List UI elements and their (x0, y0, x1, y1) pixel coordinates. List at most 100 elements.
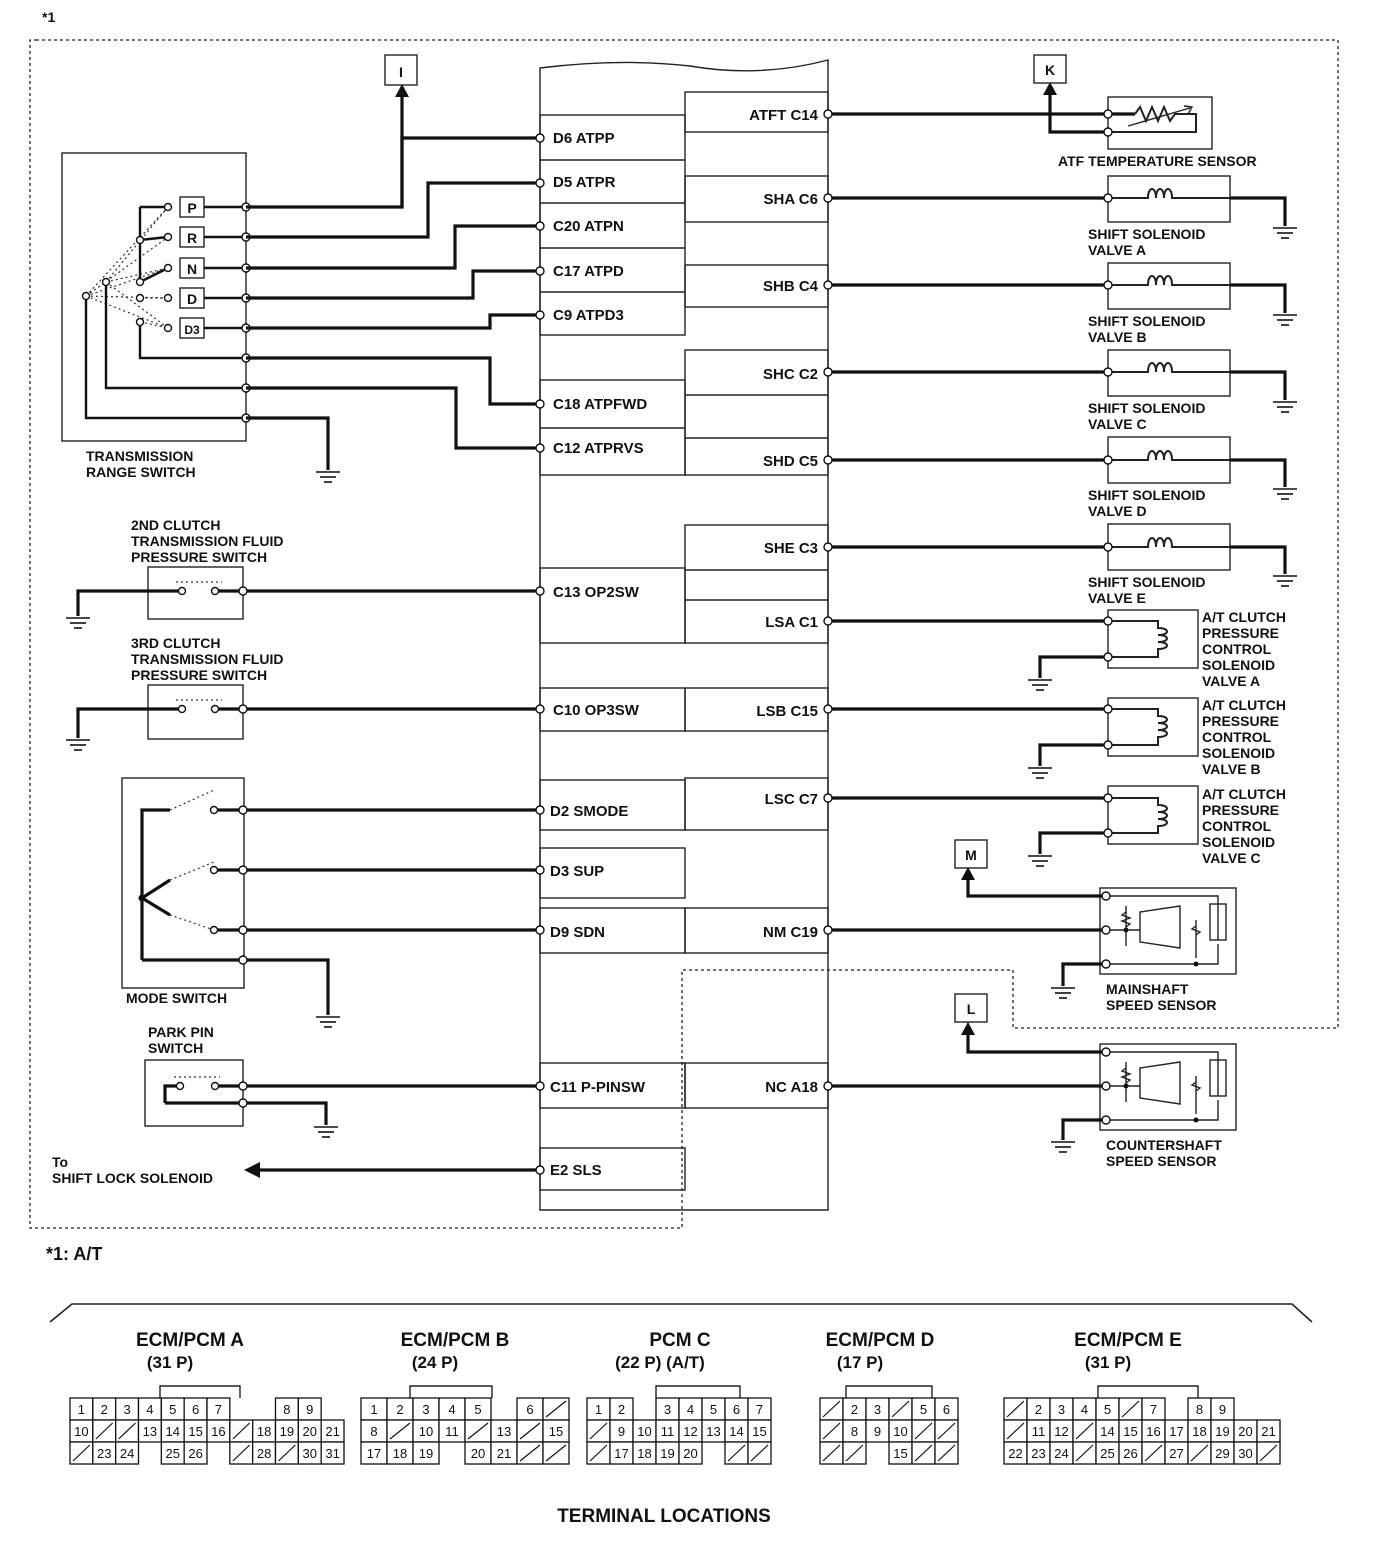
shift-solenoid-d: SHIFT SOLENOID VALVE D (828, 436, 1298, 519)
unused-terminal-mark (891, 1400, 910, 1418)
terminal-number: 21 (1261, 1424, 1275, 1439)
connector-spec: (24 P) (412, 1353, 458, 1372)
terminal-number: 24 (1054, 1446, 1068, 1461)
pressure-control-solenoid-b: A/T CLUTCH PRESSURE CONTROL SOLENOID VAL… (828, 697, 1286, 779)
terminal-number: 13 (706, 1424, 720, 1439)
ecm-term-c10: C10 OP3SW (553, 702, 640, 719)
terminal-number: 4 (146, 1402, 153, 1417)
atf-sensor-label: ATF TEMPERATURE SENSOR (1058, 153, 1257, 169)
terminal-number: 21 (325, 1424, 339, 1439)
connector-name: ECM/PCM E (1074, 1330, 1182, 1351)
terminal-number: 5 (710, 1402, 717, 1417)
terminal-number: 14 (166, 1424, 180, 1439)
connector-lock-tab (159, 1385, 241, 1398)
unused-terminal-mark (1075, 1422, 1094, 1440)
terminal-number: 3 (1058, 1402, 1065, 1417)
connector-k: K (1045, 62, 1055, 78)
ecm-term-d2: D2 SMODE (550, 803, 628, 820)
unused-terminal-mark (914, 1444, 933, 1462)
terminal-number: 14 (1100, 1424, 1114, 1439)
terminal-number: 27 (1169, 1446, 1183, 1461)
terminal-number: 4 (448, 1402, 455, 1417)
3rd-clutch-pressure-switch: 3RD CLUTCH TRANSMISSION FLUID PRESSURE S… (65, 635, 540, 751)
ecm-term-c3: SHE C3 (764, 540, 818, 557)
pc-b-label-3: CONTROL (1202, 729, 1272, 745)
terminal-number: 15 (1123, 1424, 1137, 1439)
pc-a-label-1: A/T CLUTCH (1202, 609, 1286, 625)
terminal-number: 7 (1150, 1402, 1157, 1417)
range-d3: D3 (184, 323, 200, 337)
unused-terminal-mark (545, 1444, 567, 1462)
terminal-number: 18 (257, 1424, 271, 1439)
terminal-number: 1 (78, 1402, 85, 1417)
ecm-term-e2: E2 SLS (550, 1162, 602, 1179)
terminal-number: 19 (1215, 1424, 1229, 1439)
terminal-number: 20 (683, 1446, 697, 1461)
trs-wires (246, 92, 540, 470)
terminal-number: 10 (74, 1424, 88, 1439)
terminal-number: 17 (367, 1446, 381, 1461)
terminal-number: 6 (733, 1402, 740, 1417)
ecm-term-c18: C18 ATPFWD (553, 396, 647, 413)
ecm-term-c20: C20 ATPN (553, 218, 624, 235)
terminal-number: 2 (1035, 1402, 1042, 1417)
ecm-left-labels: D6 ATPP D5 ATPR C20 ATPN C17 ATPD C9 ATP… (550, 130, 647, 1179)
ecm-term-c2: SHC C2 (763, 366, 818, 383)
terminal-number: 6 (526, 1402, 533, 1417)
unused-terminal-mark (589, 1422, 608, 1440)
shift-solenoid-a: SHIFT SOLENOID VALVE A (828, 175, 1298, 258)
terminal-number: 6 (192, 1402, 199, 1417)
ecm-term-c9: C9 ATPD3 (553, 307, 624, 324)
terminal-panel-frame (49, 1303, 1313, 1323)
ecm-term-d3: D3 SUP (550, 863, 604, 880)
ecm-term-c5: SHD C5 (763, 453, 818, 470)
ecm-term-c15: LSB C15 (756, 703, 818, 720)
sol-c-label-2: VALVE C (1088, 416, 1147, 432)
unused-terminal-mark (95, 1422, 114, 1440)
terminal-cell (183, 1441, 208, 1465)
terminal-number: 11 (1032, 1424, 1046, 1439)
unused-terminal-mark (937, 1422, 956, 1440)
terminal-number: 15 (188, 1424, 202, 1439)
terminal-number: 9 (618, 1424, 625, 1439)
sol-a-label-2: VALVE A (1088, 242, 1146, 258)
terminal-number: 16 (211, 1424, 225, 1439)
terminal-number: 7 (756, 1402, 763, 1417)
mss-label-1: MAINSHAFT (1106, 981, 1189, 997)
terminal-number: 8 (851, 1424, 858, 1439)
pc-c-label-4: SOLENOID (1202, 834, 1275, 850)
trs-label-2: RANGE SWITCH (86, 464, 196, 480)
pc-a-label-3: CONTROL (1202, 641, 1272, 657)
ecm-right-boxes (684, 91, 829, 1109)
pc-a-label-4: SOLENOID (1202, 657, 1275, 673)
terminal-number: 25 (166, 1446, 180, 1461)
range-n: N (187, 261, 197, 277)
pressure-control-solenoid-a: A/T CLUTCH PRESSURE CONTROL SOLENOID VAL… (828, 609, 1286, 691)
c2sw-label-3: PRESSURE SWITCH (131, 549, 267, 565)
at-boundary (29, 39, 1339, 1229)
ecm-term-c12: C12 ATPRVS (553, 440, 644, 457)
terminal-number: 20 (1238, 1424, 1252, 1439)
ecm-term-d5: D5 ATPR (553, 174, 616, 191)
note-mark: *1 (42, 9, 55, 25)
unused-terminal-mark (389, 1422, 411, 1440)
terminal-number: 14 (729, 1424, 743, 1439)
terminal-number: 12 (683, 1424, 697, 1439)
unused-terminal-mark (822, 1422, 841, 1440)
connector-spec: (31 P) (1085, 1353, 1131, 1372)
pc-b-label-2: PRESSURE (1202, 713, 1279, 729)
terminal-number: 31 (325, 1446, 339, 1461)
terminal-number: 10 (637, 1424, 651, 1439)
terminal-number: 4 (687, 1402, 694, 1417)
unused-terminal-mark (118, 1422, 136, 1440)
connector-m: M (965, 847, 977, 863)
connector-name: ECM/PCM A (136, 1330, 244, 1351)
ecm-term-a18: NC A18 (765, 1079, 818, 1096)
ecm-term-c6: SHA C6 (764, 191, 818, 208)
terminal-number: 28 (257, 1446, 271, 1461)
footnote: *1: A/T (46, 1244, 102, 1264)
